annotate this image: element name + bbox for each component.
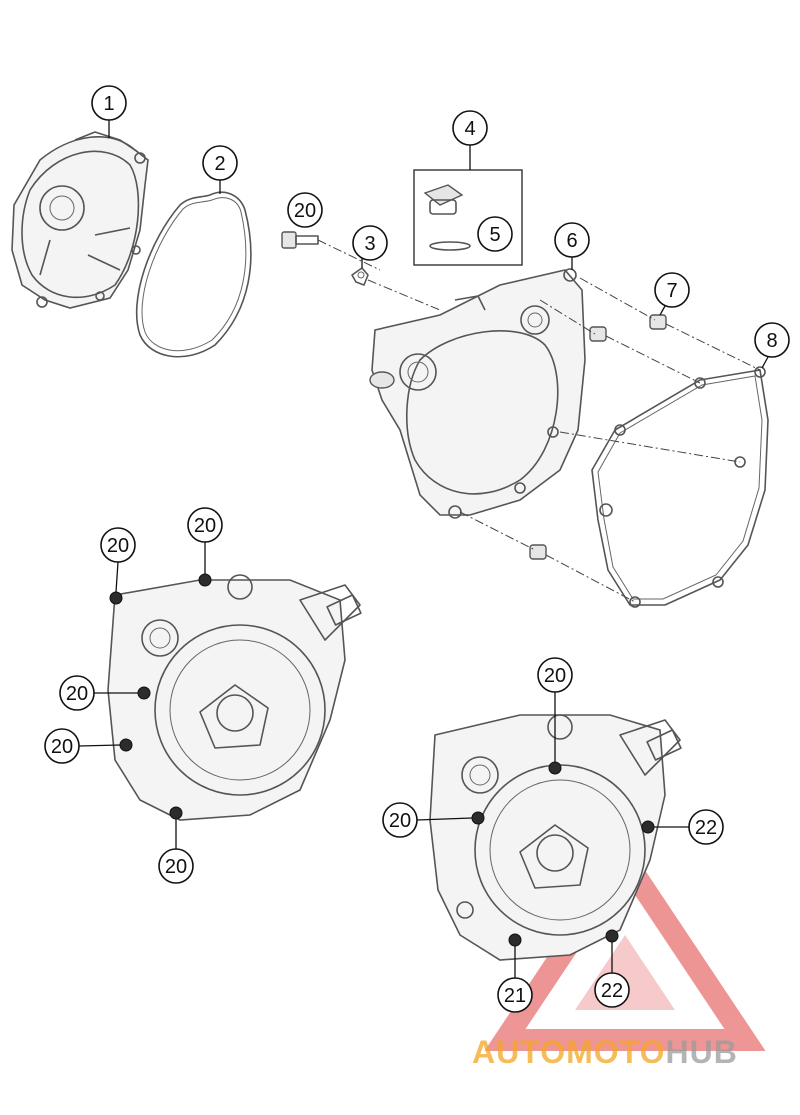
callout-5: 5 bbox=[477, 216, 513, 252]
svg-text:1: 1 bbox=[103, 93, 114, 115]
svg-text:AUTOMOTOHUB: AUTOMOTOHUB bbox=[472, 1034, 738, 1070]
svg-text:20: 20 bbox=[294, 200, 316, 222]
bolts-left bbox=[109, 573, 212, 820]
svg-text:22: 22 bbox=[695, 817, 717, 839]
callout-20-left-a: 20 bbox=[100, 527, 136, 593]
assembled-cover-right bbox=[429, 714, 682, 961]
callout-8: 8 bbox=[754, 322, 790, 369]
svg-text:20: 20 bbox=[194, 515, 216, 537]
callout-21: 21 bbox=[497, 946, 533, 1013]
ignition-cover bbox=[11, 131, 149, 309]
svg-text:22: 22 bbox=[601, 980, 623, 1002]
clutch-cover bbox=[369, 268, 586, 519]
svg-text:4: 4 bbox=[464, 118, 475, 140]
svg-text:6: 6 bbox=[566, 230, 577, 252]
callout-7: 7 bbox=[654, 272, 690, 316]
svg-text:20: 20 bbox=[107, 535, 129, 557]
callout-20-left-b: 20 bbox=[187, 507, 223, 574]
watermark-text: AUTOMOTOHUB bbox=[472, 1034, 738, 1070]
callout-22-right-b: 22 bbox=[594, 942, 630, 1008]
svg-text:5: 5 bbox=[489, 224, 500, 246]
svg-text:20: 20 bbox=[544, 665, 566, 687]
svg-text:7: 7 bbox=[666, 280, 677, 302]
svg-text:20: 20 bbox=[165, 856, 187, 878]
dowel-pins bbox=[529, 314, 667, 560]
assembly-lines bbox=[317, 239, 761, 603]
svg-text:8: 8 bbox=[766, 330, 777, 352]
callout-20-top: 20 bbox=[287, 192, 323, 228]
svg-text:20: 20 bbox=[51, 736, 73, 758]
clutch-cover-gasket bbox=[591, 366, 769, 608]
svg-text:3: 3 bbox=[364, 233, 375, 255]
callout-2: 2 bbox=[202, 145, 238, 194]
clip-washer bbox=[351, 267, 369, 286]
svg-text:2: 2 bbox=[214, 153, 225, 175]
callout-4: 4 bbox=[452, 110, 488, 170]
callout-6: 6 bbox=[554, 222, 590, 270]
callout-1: 1 bbox=[91, 85, 127, 138]
callout-20-right-b: 20 bbox=[382, 802, 473, 838]
svg-text:20: 20 bbox=[66, 683, 88, 705]
cover-gasket bbox=[135, 191, 252, 358]
svg-text:21: 21 bbox=[504, 985, 526, 1007]
callout-20-left-e: 20 bbox=[158, 819, 194, 884]
callout-20-left-d: 20 bbox=[44, 728, 121, 764]
callout-20-left-c: 20 bbox=[59, 675, 138, 711]
assembled-cover-left bbox=[107, 574, 362, 821]
bolt-20-top bbox=[281, 231, 319, 249]
oil-plug-kit-box bbox=[413, 169, 523, 266]
svg-text:20: 20 bbox=[389, 810, 411, 832]
callout-22-right-a: 22 bbox=[654, 809, 724, 845]
callout-3: 3 bbox=[352, 225, 388, 268]
callout-20-right-a: 20 bbox=[537, 657, 573, 762]
bolts-right bbox=[471, 761, 655, 947]
